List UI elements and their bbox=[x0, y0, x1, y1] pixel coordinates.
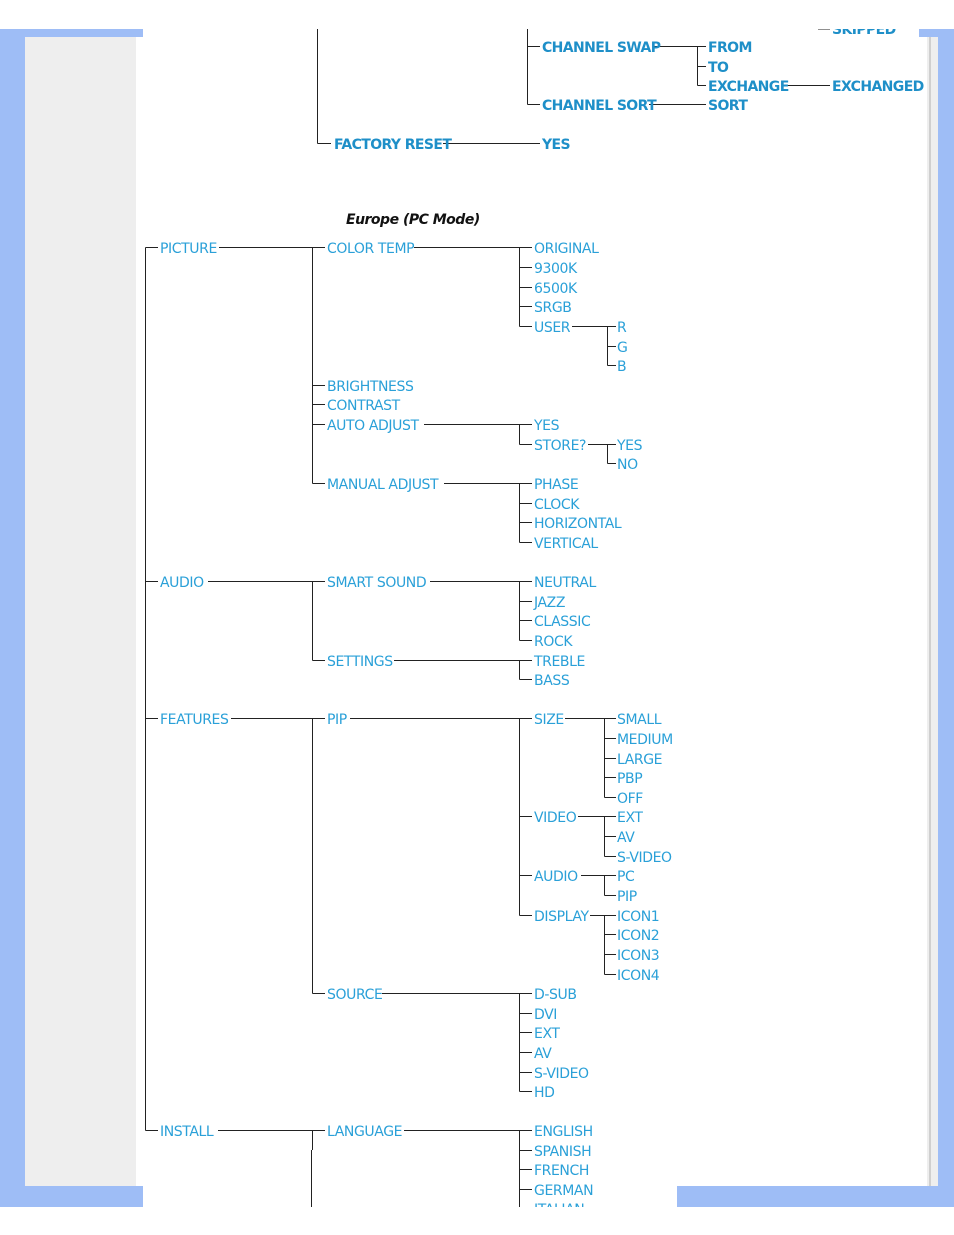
node-neutral: NEUTRAL bbox=[534, 575, 596, 591]
node-hd: HD bbox=[534, 1085, 555, 1101]
node-video-ext: EXT bbox=[617, 810, 643, 826]
node-french: FRENCH bbox=[534, 1163, 589, 1179]
node-size: SIZE bbox=[534, 712, 564, 728]
node-dsub: D-SUB bbox=[534, 987, 577, 1003]
node-display: DISPLAY bbox=[534, 909, 589, 925]
frame-margin-right bbox=[927, 37, 938, 1186]
node-pip: PIP bbox=[327, 712, 347, 728]
node-icon3: ICON3 bbox=[617, 948, 659, 964]
node-jazz: JAZZ bbox=[533, 595, 565, 611]
node-horizontal: HORIZONTAL bbox=[534, 516, 622, 532]
node-video-av: AV bbox=[617, 830, 635, 846]
node-audio-pip: PIP bbox=[617, 889, 637, 905]
node-clock: CLOCK bbox=[534, 497, 580, 513]
node-install: INSTALL bbox=[160, 1124, 214, 1140]
node-features: FEATURES bbox=[160, 712, 229, 728]
node-italian-clipped: ITALIAN bbox=[534, 1202, 584, 1218]
label-channel-sort: CHANNEL SORT bbox=[542, 98, 657, 114]
node-video: VIDEO bbox=[534, 810, 577, 826]
frame-bar-top-left bbox=[0, 29, 143, 37]
section-title: Europe (PC Mode) bbox=[346, 212, 480, 228]
node-6500k: 6500K bbox=[534, 281, 578, 297]
frame-bar-left bbox=[0, 29, 25, 1207]
document-page bbox=[136, 29, 927, 1207]
label-exchanged: EXCHANGED bbox=[832, 79, 924, 95]
node-icon4: ICON4 bbox=[617, 968, 660, 984]
node-srgb: SRGB bbox=[534, 300, 571, 316]
node-spanish: SPANISH bbox=[534, 1144, 591, 1160]
node-source-ext: EXT bbox=[534, 1026, 560, 1042]
label-exchange: EXCHANGE bbox=[708, 79, 789, 95]
node-original: ORIGINAL bbox=[534, 241, 599, 257]
label-to: TO bbox=[708, 60, 729, 76]
node-phase: PHASE bbox=[534, 477, 578, 493]
label-skipped-clipped: SKIPPED bbox=[832, 22, 896, 38]
frame-bar-right bbox=[938, 29, 954, 1207]
node-medium: MEDIUM bbox=[617, 732, 673, 748]
node-small: SMALL bbox=[617, 712, 662, 728]
node-vertical: VERTICAL bbox=[534, 536, 598, 552]
node-pip-audio: AUDIO bbox=[534, 869, 578, 885]
node-color-temp: COLOR TEMP bbox=[327, 241, 414, 257]
frame-margin-left bbox=[25, 37, 136, 1186]
label-factory-reset: FACTORY RESET bbox=[334, 137, 452, 153]
label-from: FROM bbox=[708, 40, 752, 56]
node-treble: TREBLE bbox=[533, 654, 585, 670]
node-auto-adjust: AUTO ADJUST bbox=[327, 418, 419, 434]
node-source: SOURCE bbox=[327, 987, 382, 1003]
label-factory-reset-yes: YES bbox=[541, 137, 571, 153]
label-channel-swap: CHANNEL SWAP bbox=[542, 40, 661, 56]
frame-margin-right-rule bbox=[929, 37, 931, 1186]
node-dvi: DVI bbox=[534, 1007, 557, 1023]
tree-labels: PICTURE AUDIO FEATURES INSTALL COLOR TEM… bbox=[160, 241, 673, 1218]
node-store-yes: YES bbox=[616, 438, 643, 454]
frame-bar-top-right bbox=[919, 29, 954, 37]
node-rock: ROCK bbox=[534, 634, 573, 650]
node-contrast: CONTRAST bbox=[327, 398, 401, 414]
node-store-no: NO bbox=[617, 457, 638, 473]
node-g: G bbox=[617, 340, 627, 356]
node-source-av: AV bbox=[534, 1046, 552, 1062]
node-pbp: PBP bbox=[617, 771, 642, 787]
top-fragment: SKIPPED CHANNEL SWAP FROM TO EXCHANGE EX… bbox=[317, 22, 924, 153]
node-picture: PICTURE bbox=[160, 241, 217, 257]
node-b: B bbox=[617, 359, 626, 375]
node-9300k: 9300K bbox=[534, 261, 578, 277]
label-sort: SORT bbox=[708, 98, 748, 114]
node-settings: SETTINGS bbox=[327, 654, 393, 670]
node-manual-adjust: MANUAL ADJUST bbox=[327, 477, 439, 493]
tree-connectors bbox=[145, 247, 616, 1207]
node-audio: AUDIO bbox=[160, 575, 204, 591]
node-audio-pc: PC bbox=[617, 869, 635, 885]
node-auto-adjust-yes: YES bbox=[533, 418, 560, 434]
frame-bar-bottom-right bbox=[677, 1186, 954, 1207]
node-english: ENGLISH bbox=[534, 1124, 593, 1140]
node-r: R bbox=[617, 320, 627, 336]
node-icon1: ICON1 bbox=[617, 909, 659, 925]
node-german: GERMAN bbox=[534, 1183, 593, 1199]
frame-bar-bottom-left bbox=[0, 1186, 143, 1207]
node-large: LARGE bbox=[617, 752, 662, 768]
node-off: OFF bbox=[617, 791, 643, 807]
node-video-svideo: S-VIDEO bbox=[617, 850, 672, 866]
node-classic: CLASSIC bbox=[534, 614, 591, 630]
node-brightness: BRIGHTNESS bbox=[327, 379, 414, 395]
node-smart-sound: SMART SOUND bbox=[327, 575, 426, 591]
node-icon2: ICON2 bbox=[617, 928, 659, 944]
node-bass: BASS bbox=[534, 673, 570, 689]
node-language: LANGUAGE bbox=[327, 1124, 402, 1140]
node-user: USER bbox=[534, 320, 571, 336]
node-source-svideo: S-VIDEO bbox=[534, 1066, 589, 1082]
node-store: STORE? bbox=[534, 438, 586, 454]
